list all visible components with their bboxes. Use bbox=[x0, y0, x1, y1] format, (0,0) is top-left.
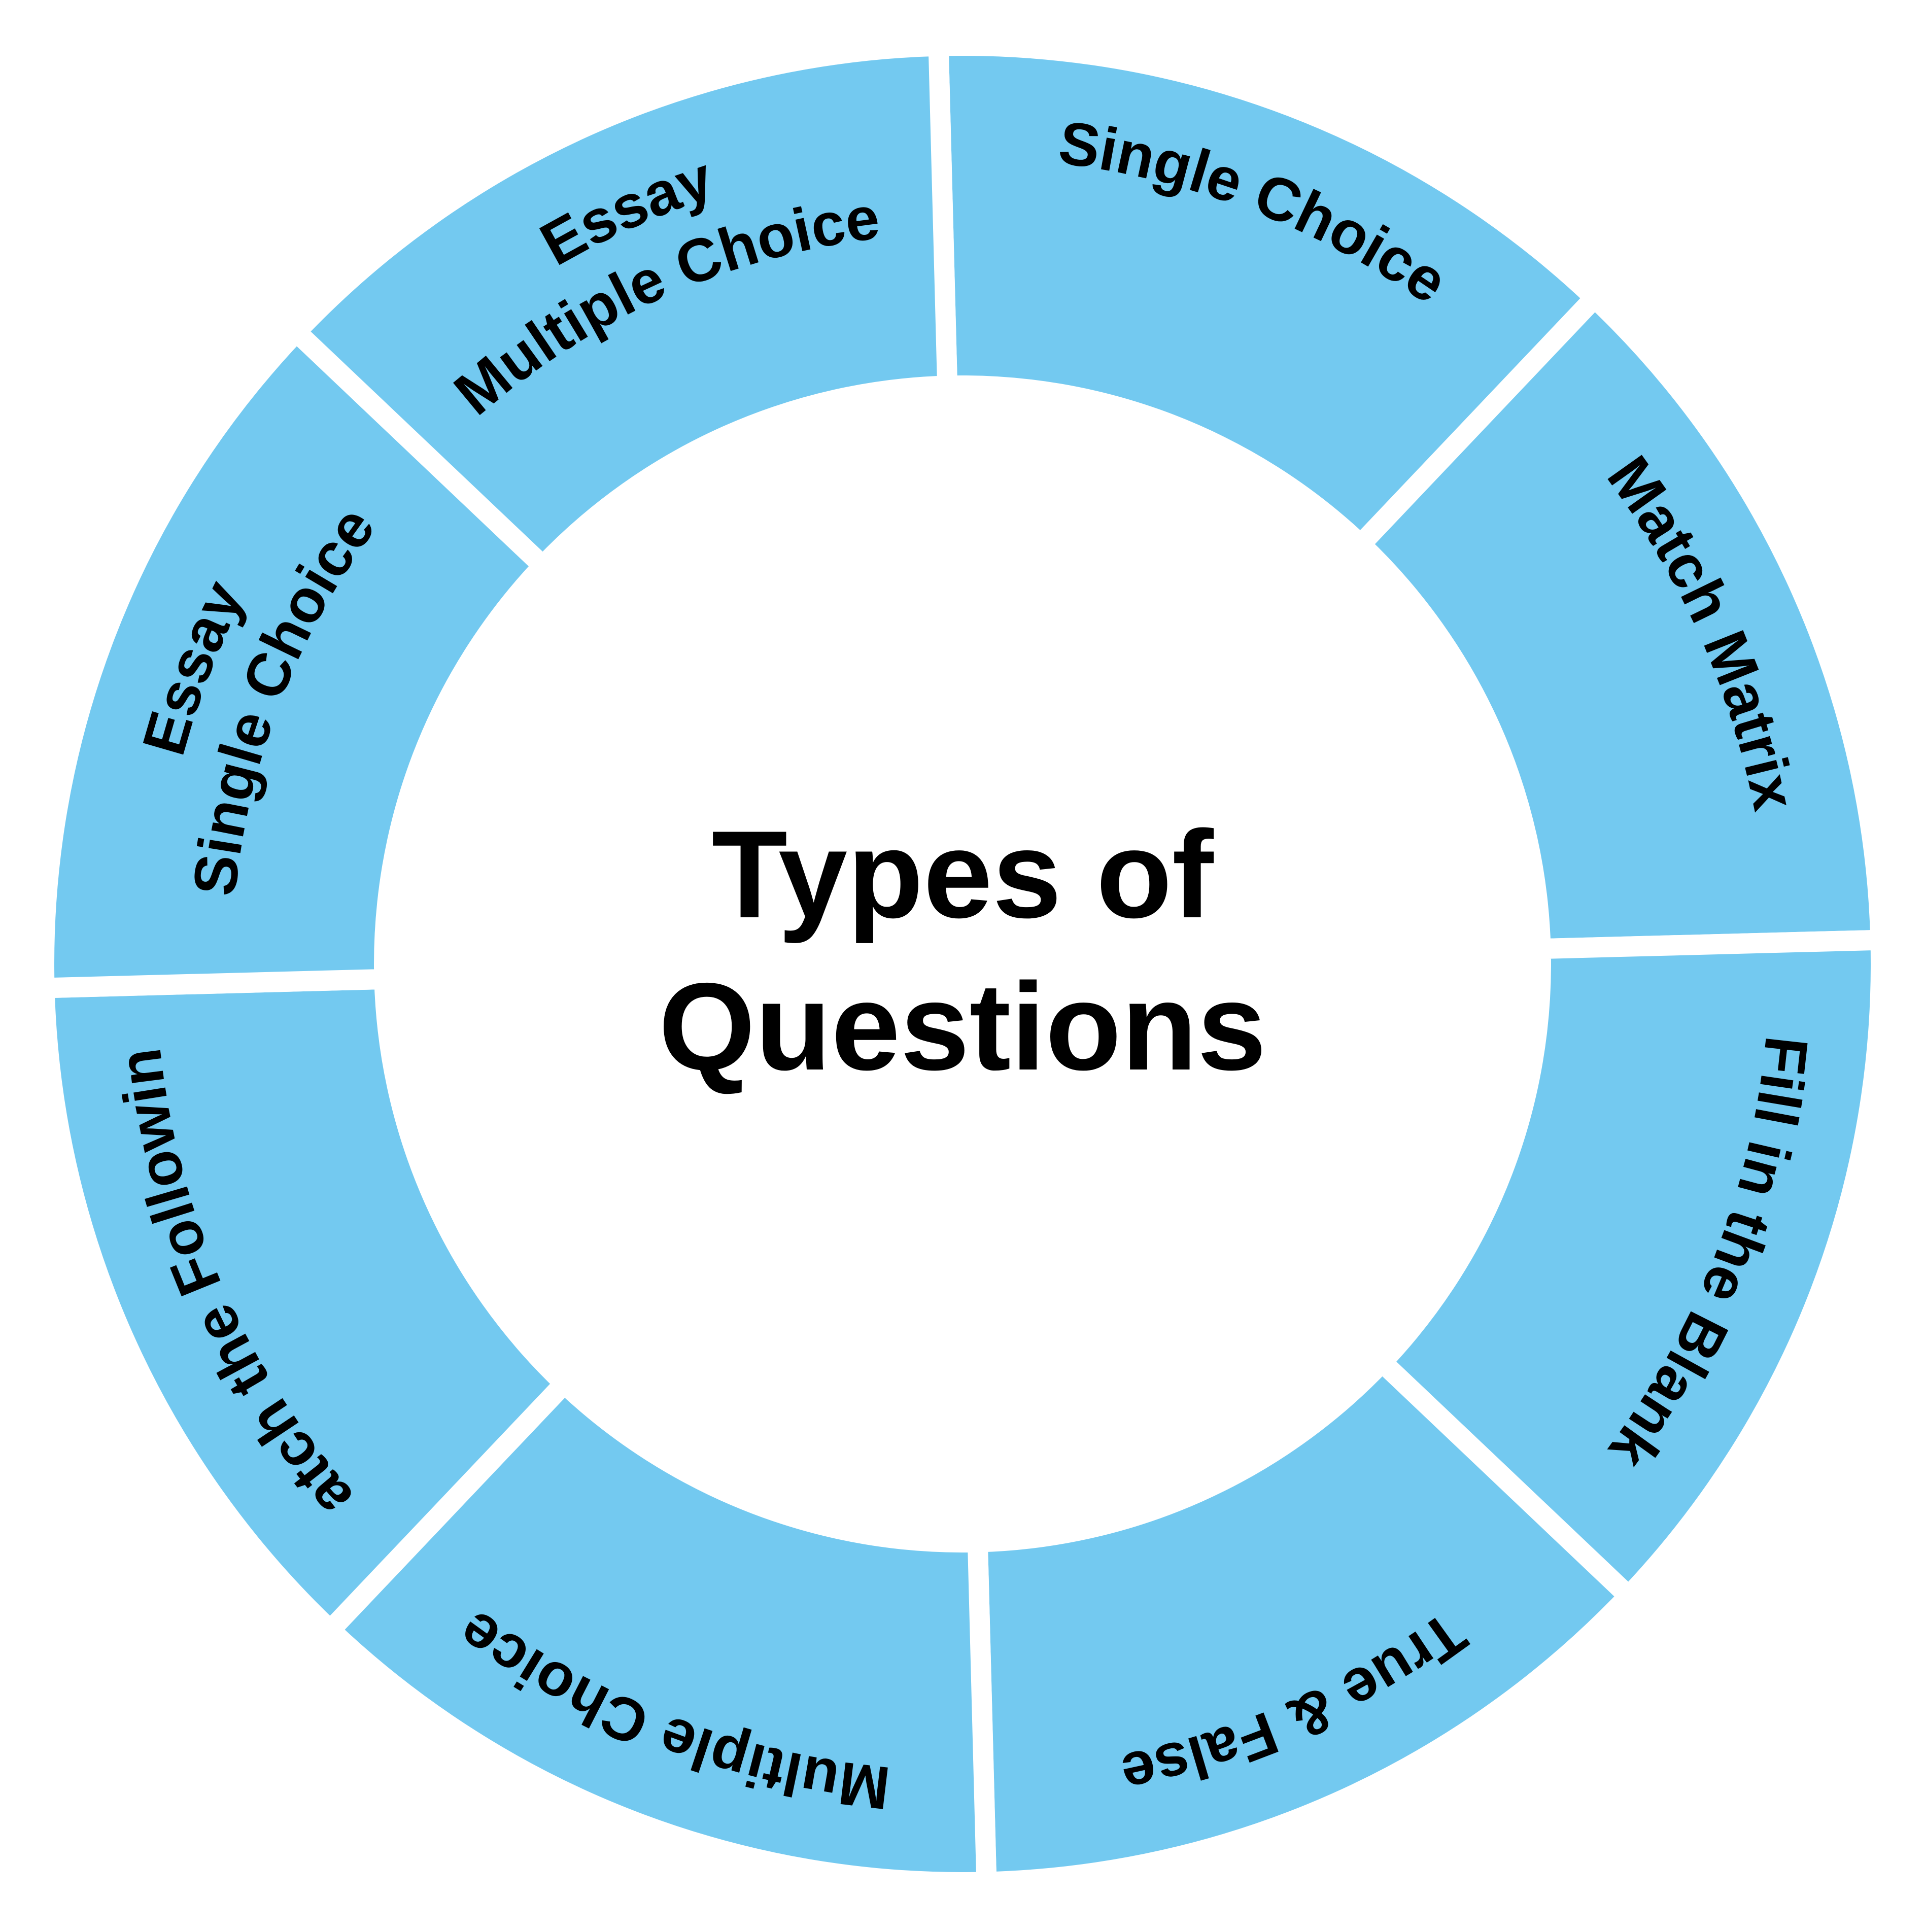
segments-layer bbox=[34, 36, 1891, 1892]
segment-4 bbox=[967, 1348, 1643, 1892]
segment-6 bbox=[34, 969, 579, 1645]
segment-1 bbox=[928, 36, 1609, 559]
center-title-line-1: Types of bbox=[711, 805, 1214, 944]
segment-3 bbox=[1367, 929, 1891, 1611]
center-title-line-2: Questions bbox=[659, 957, 1266, 1096]
segment-5 bbox=[316, 1369, 997, 1892]
segment-2 bbox=[1346, 283, 1891, 959]
segment-8 bbox=[282, 36, 958, 580]
center-title: Types of Questions bbox=[659, 805, 1266, 1096]
segment-7 bbox=[34, 317, 558, 998]
